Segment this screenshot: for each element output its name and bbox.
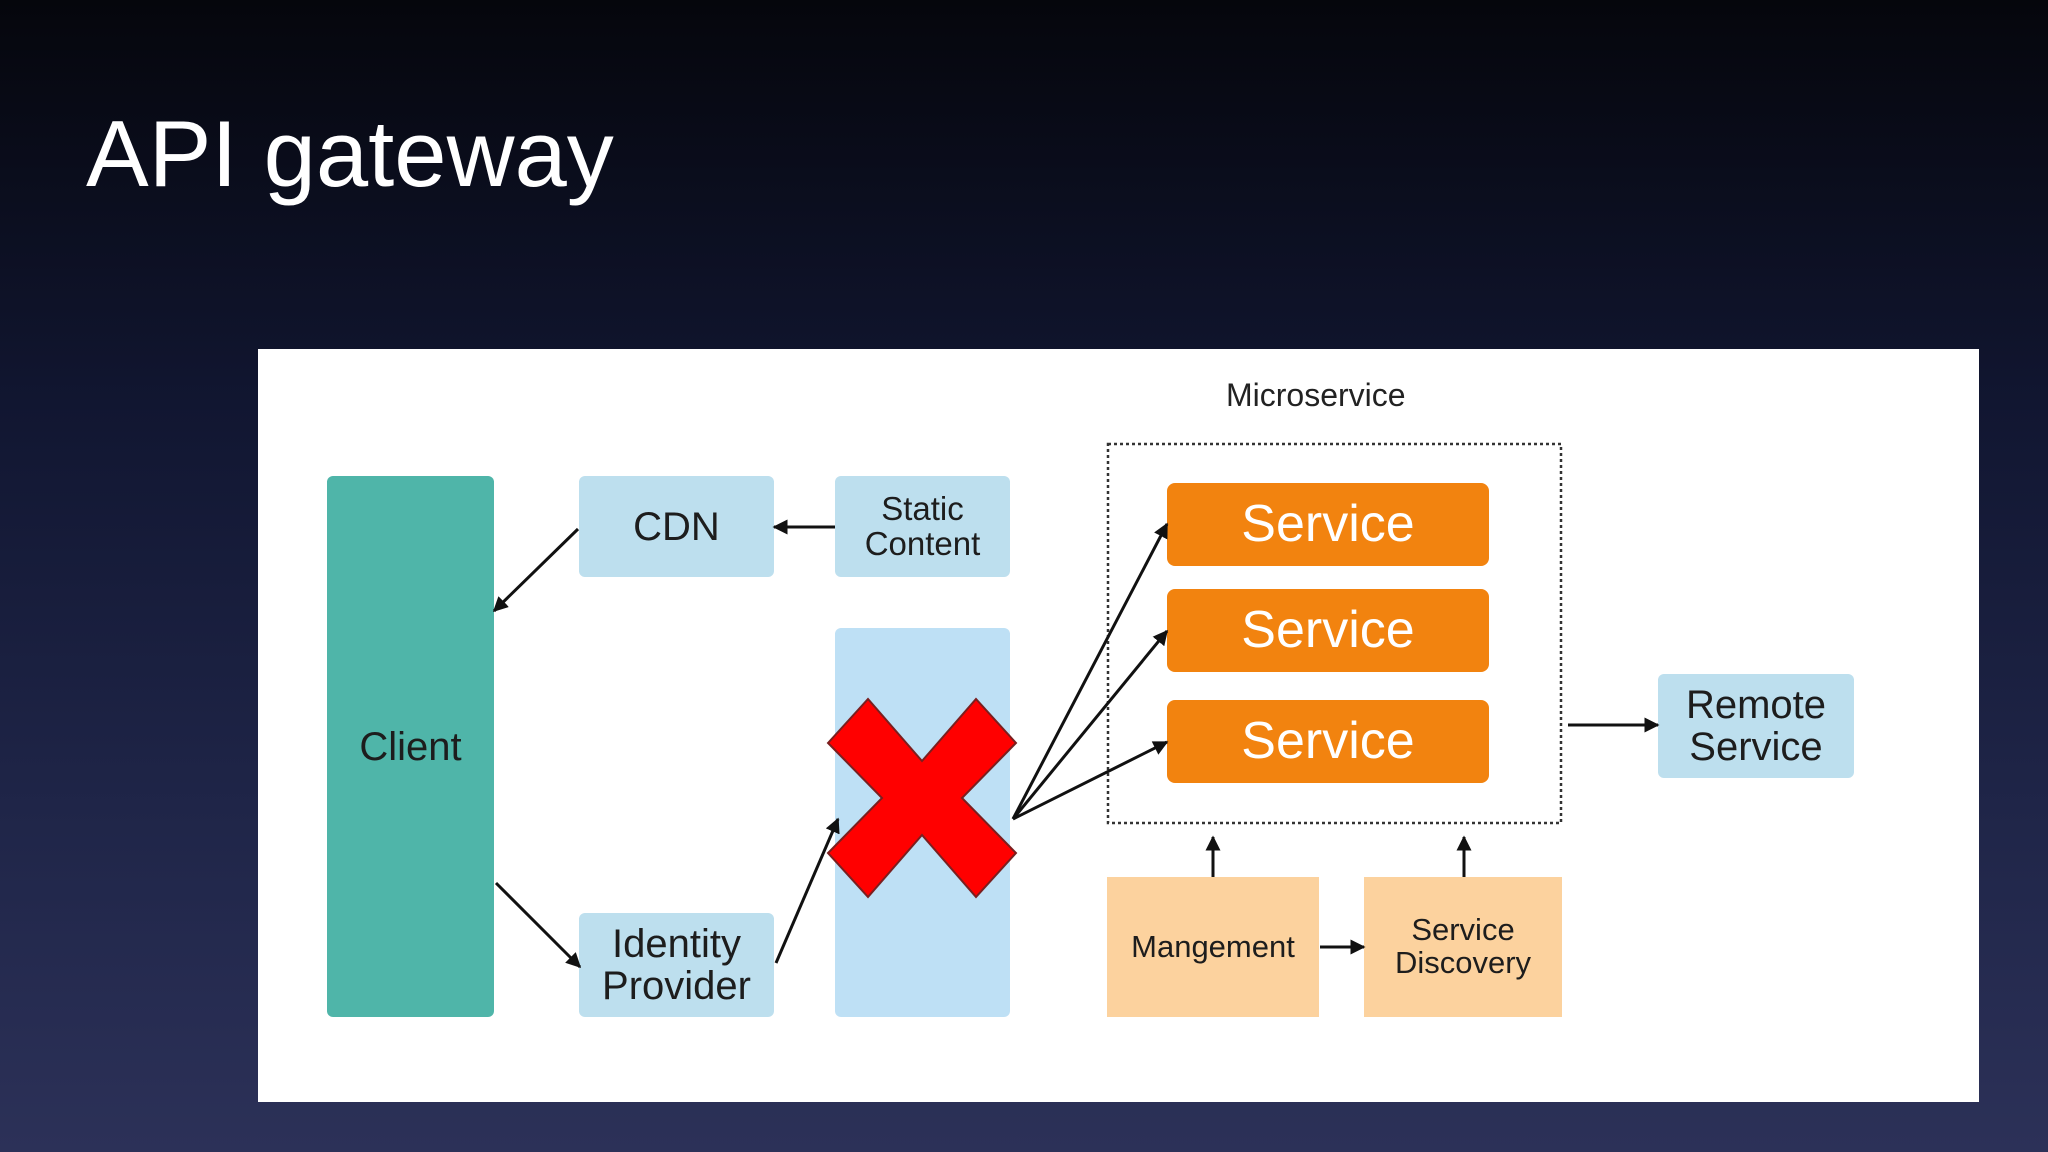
static-content-line1: Static (881, 489, 964, 527)
service-box-2: Service (1167, 589, 1489, 672)
arrow-gateway-to-service-3 (1012, 740, 1169, 821)
identity-provider-line1: Identity (612, 922, 741, 966)
cdn-box: CDN (579, 476, 774, 577)
arrow-identity-to-gateway (774, 817, 840, 964)
identity-provider-line2: Provider (602, 964, 751, 1008)
static-content-box: Static Content (835, 476, 1010, 577)
slide-title: API gateway (86, 101, 614, 206)
service-discovery-line2: Discovery (1394, 945, 1532, 980)
service-discovery-line1: Service (1411, 912, 1515, 948)
service-label-1: Service (1241, 495, 1415, 554)
service-box-3: Service (1167, 700, 1489, 783)
service-box-1: Service (1167, 483, 1489, 566)
arrow-client-to-identity (494, 881, 582, 969)
management-label: Mangement (1131, 928, 1295, 964)
management-box: Mangement (1107, 877, 1319, 1017)
microservice-container (1106, 442, 1563, 825)
service-label-2: Service (1241, 601, 1415, 660)
static-content-line2: Content (864, 524, 981, 562)
client-box: Client (327, 476, 494, 1017)
service-discovery-box: Service Discovery (1364, 877, 1562, 1017)
microservice-label: Microservice (1226, 377, 1406, 413)
architecture-diagram: Microservice Client CDN Static Content I… (258, 349, 1979, 1102)
service-label-3: Service (1241, 712, 1415, 771)
remote-service-line1: Remote (1685, 683, 1827, 727)
red-x-cross-icon (826, 697, 1018, 899)
remote-service-box: Remote Service (1658, 674, 1854, 778)
arrow-gateway-to-service-2 (1011, 629, 1169, 820)
arrow-gateway-to-service-1 (1011, 522, 1169, 820)
cdn-label: CDN (633, 504, 720, 549)
remote-service-line2: Service (1689, 725, 1823, 769)
client-label: Client (359, 724, 462, 769)
arrow-cdn-to-client (492, 527, 580, 613)
diagram-connectors (492, 442, 1660, 969)
identity-provider-box: Identity Provider (579, 913, 774, 1017)
